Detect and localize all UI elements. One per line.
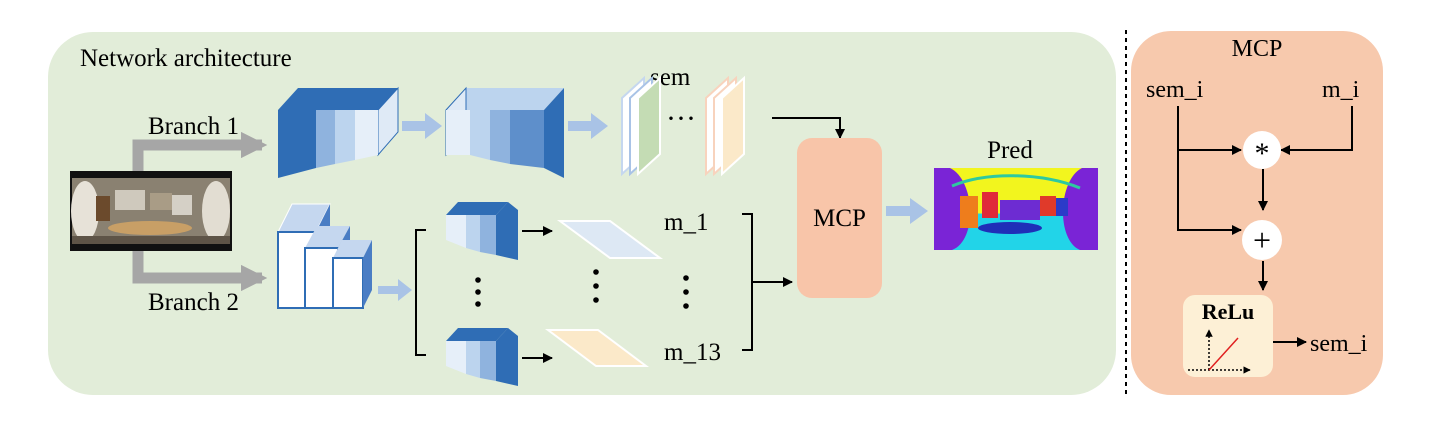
mcp-m-input-label: m_i [1322,77,1360,103]
sem-feature-map-last [705,75,745,177]
input-panorama-image [70,171,232,251]
m1-label: m_1 [664,209,708,236]
branch1-encoder-block [278,86,399,178]
branch2-label: Branch 2 [148,289,239,316]
network-title: Network architecture [80,45,292,72]
blue-arrow-3 [378,279,412,301]
mcp-sem-input-label: sem_i [1146,77,1204,103]
relu-plot-icon [1188,329,1251,374]
sem-ellipsis: ··· [666,102,696,135]
m-to-multiply-line [1280,106,1353,155]
m13-feature-plane [545,329,649,367]
sem-to-add-line [1177,106,1242,235]
relu-label: ReLu [1202,299,1255,324]
small-encoder-block-bottom [446,328,518,386]
sem-feature-map-first [621,75,661,177]
multiply-node [1243,131,1281,169]
branch2-connector [132,251,268,292]
vertical-ellipsis-columns [475,269,689,309]
sem-to-mcp-arrow [772,117,845,139]
mcp-sem-output-label: sem_i [1310,331,1368,357]
small-encoder-block-top [446,202,518,260]
add-symbol: + [1253,222,1271,258]
multiply-symbol: * [1255,137,1270,170]
mcp-block [797,138,882,298]
branch1-connector [132,131,268,171]
branch1-label: Branch 1 [148,113,239,140]
mcp-block-label: MCP [813,205,866,232]
relu-block [1183,295,1273,377]
m1-feature-plane [556,220,664,259]
blue-arrow-1 [402,113,442,139]
pred-label: Pred [987,137,1033,164]
blue-arrow-4 [886,198,928,224]
branch2-stacked-blocks [277,203,372,309]
prediction-segmentation-image [934,168,1098,250]
mcp-panel-title: MCP [1232,36,1283,62]
left-bracket [415,229,426,356]
m13-label: m_13 [664,339,721,366]
add-node [1242,220,1282,260]
branch1-decoder-block [445,86,564,178]
blue-arrow-2 [568,113,608,139]
